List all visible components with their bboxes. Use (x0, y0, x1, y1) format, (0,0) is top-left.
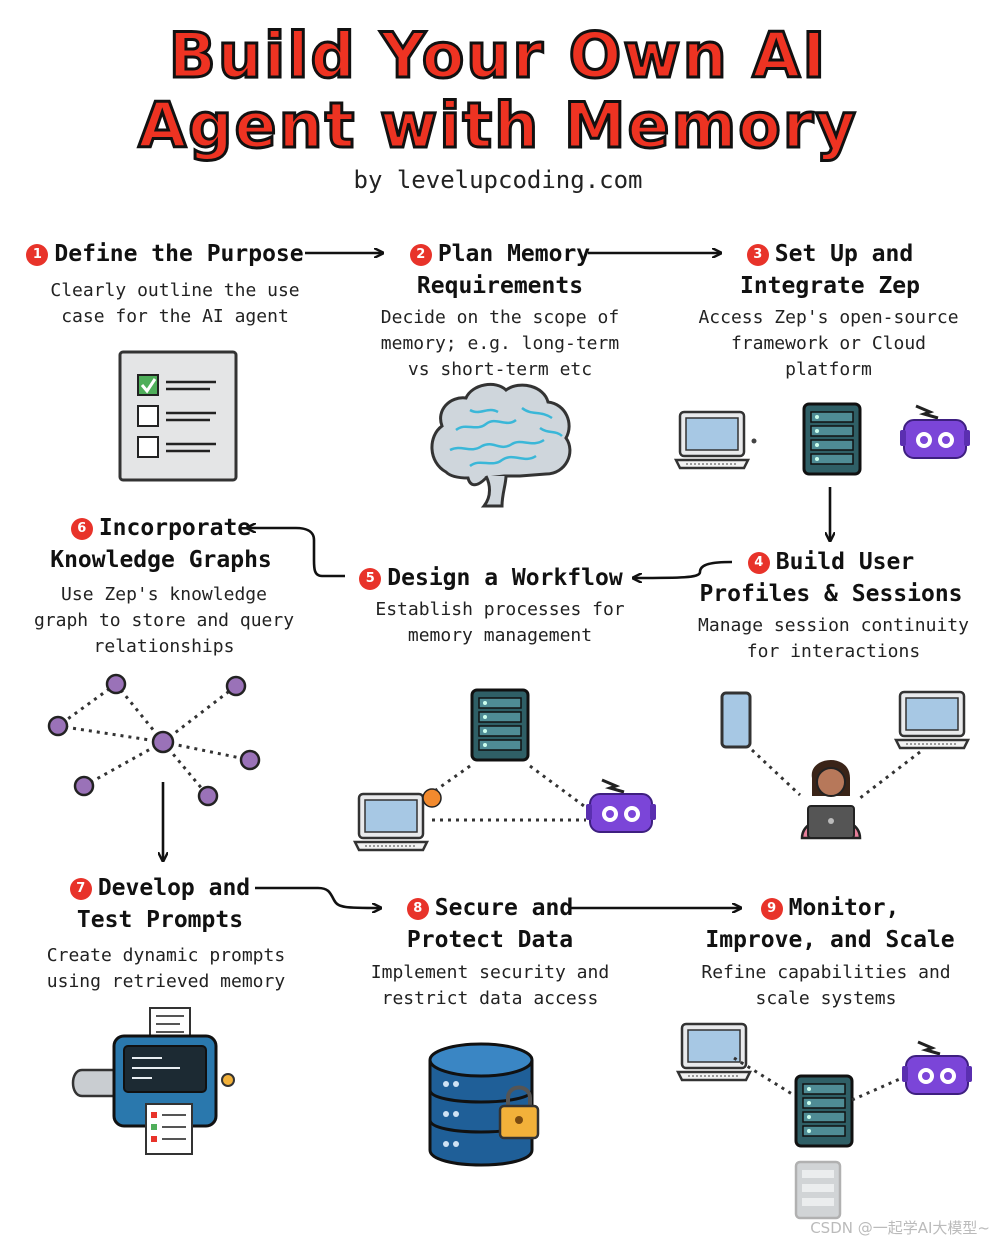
laptop-icon (353, 792, 429, 852)
step-4-badge: 4 (747, 552, 770, 574)
database-lock-icon (428, 1042, 540, 1167)
step-9-badge: 9 (760, 898, 783, 920)
step-3-badge: 3 (746, 244, 769, 266)
step-2-description: Decide on the scope of memory; e.g. long… (380, 307, 620, 380)
brain-icon (430, 382, 572, 508)
step-3-description: Access Zep's open-source framework or Cl… (698, 307, 959, 380)
server-icon (794, 1074, 854, 1148)
status-dot (422, 788, 442, 808)
step-8-description: Implement security and restrict data acc… (370, 962, 610, 1009)
laptop-icon (674, 410, 750, 470)
flow-arrows (163, 253, 830, 908)
phone-icon (720, 691, 752, 749)
zep-robot-icon (584, 778, 658, 834)
step-9-description: Refine capabilities and scale systems (701, 962, 951, 1009)
step-8-badge: 8 (406, 898, 429, 920)
watermark: CSDN @一起学AI大模型~ (810, 1219, 990, 1237)
user-avatar-icon (800, 759, 862, 840)
step-5-badge: 5 (359, 568, 382, 590)
knowledge-graph-icon (47, 673, 261, 807)
server-icon (794, 1160, 842, 1220)
step-1-badge: 1 (26, 244, 49, 266)
printer-icon (71, 1007, 235, 1155)
zep-robot-icon (900, 1040, 974, 1096)
laptop-icon (894, 690, 970, 750)
step-4-description: Manage session continuity for interactio… (698, 615, 969, 662)
server-icon (470, 688, 530, 762)
title-line-2: Agent with Memory (137, 88, 858, 163)
step-2-badge: 2 (409, 244, 432, 266)
step-6-description: Use Zep's knowledge graph to store and q… (33, 584, 295, 657)
server-icon (802, 402, 862, 476)
step-1-description: Clearly outline the use case for the AI … (50, 280, 300, 327)
step-6-badge: 6 (70, 518, 93, 540)
checklist-icon (118, 350, 238, 482)
step-7-badge: 7 (69, 878, 92, 900)
step-7-description: Create dynamic prompts using retrieved m… (46, 945, 286, 992)
connector-dot (751, 438, 757, 444)
step-5-description: Establish processes for memory managemen… (375, 599, 625, 646)
title-line-1: Build Your Own AI (167, 18, 828, 93)
zep-robot-icon (898, 404, 972, 460)
byline: by levelupcoding.com (353, 166, 643, 194)
laptop-icon (676, 1022, 752, 1082)
